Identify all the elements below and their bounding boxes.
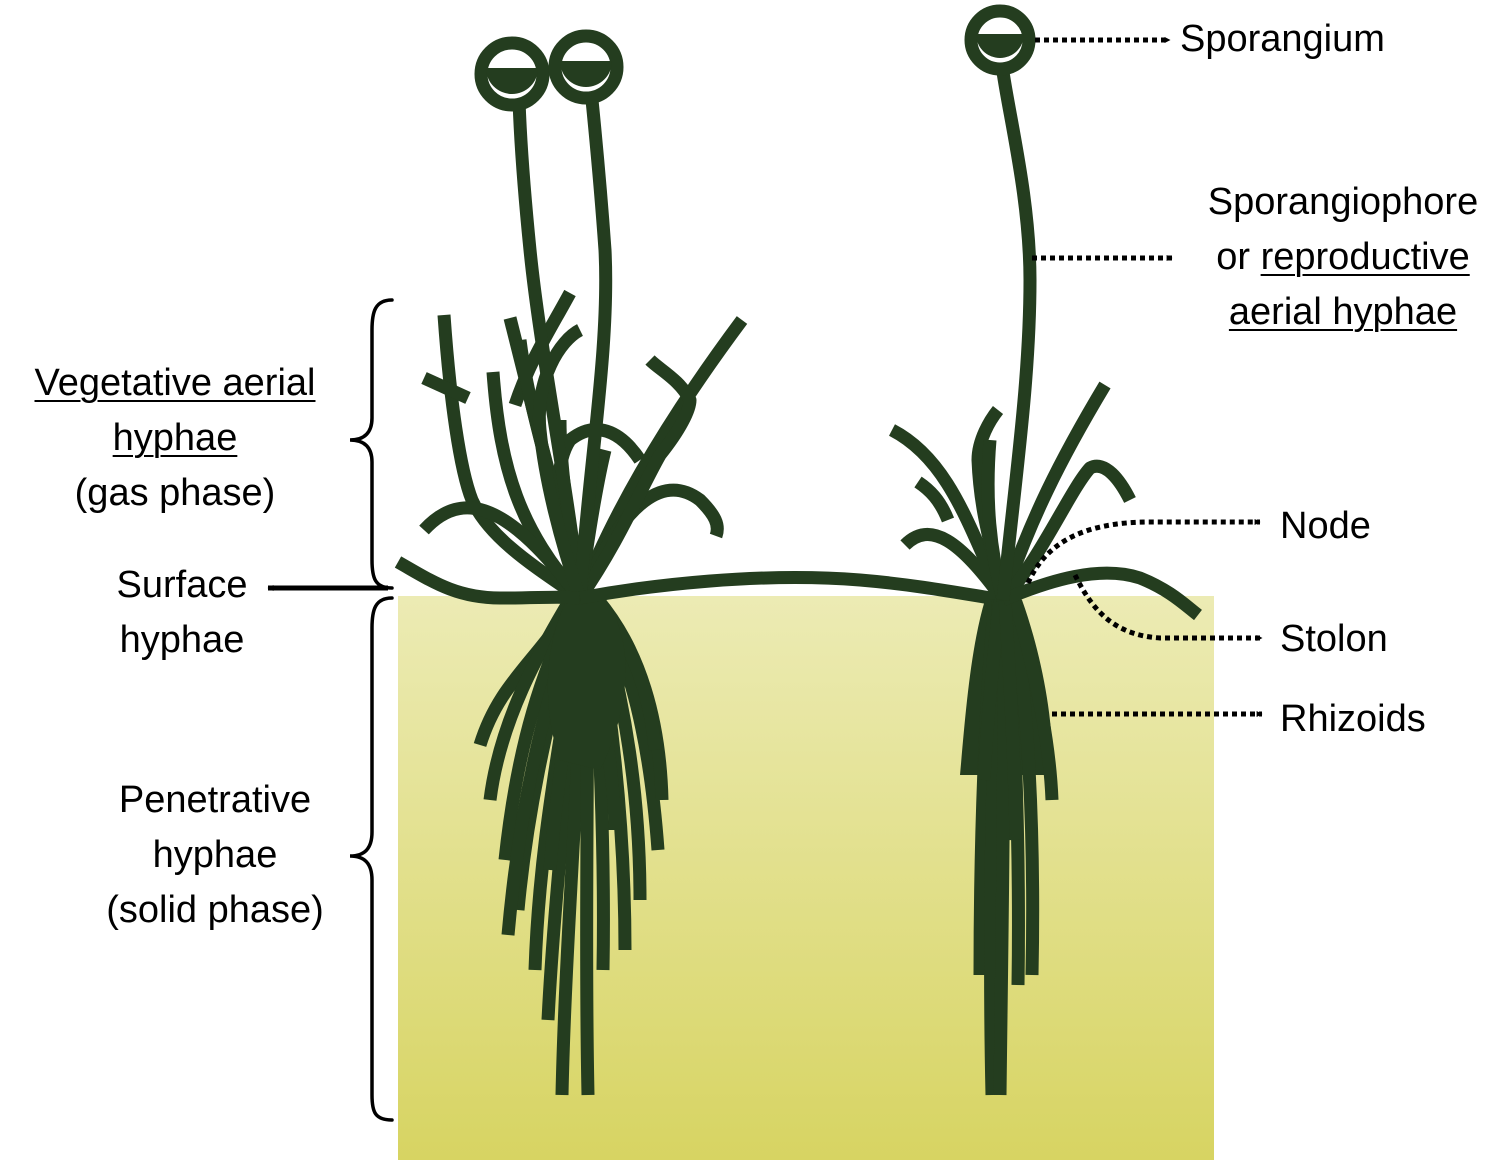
sporangiophore-line-1: Sporangiophore: [1207, 181, 1479, 223]
stolon: [578, 571, 1004, 607]
penetrative-line-1: Penetrative: [118, 779, 312, 821]
left-sporangium-1: [474, 36, 550, 112]
left-vegetative-hyphae: [419, 289, 748, 604]
penetrative-label: Penetrative hyphae (solid phase): [40, 773, 390, 938]
surface-line-1: Surface: [116, 564, 248, 606]
left-rhizoids: [473, 594, 669, 1096]
surface-line-2: hyphae: [119, 619, 245, 661]
surface-hypha-left: [394, 556, 581, 605]
surface-label: Surface hyphae: [82, 558, 282, 668]
sporangiophore-or: or: [1216, 236, 1261, 278]
stolon-pointer: [1072, 573, 1263, 641]
right-rhizoids: [960, 598, 1059, 1096]
right-mycelium: [888, 4, 1202, 1096]
vegetative-brace: [349, 298, 394, 590]
vegetative-label: Vegetative aerial hyphae (gas phase): [0, 356, 350, 521]
sporangiophore-reproductive: reproductive: [1260, 236, 1470, 278]
penetrative-brace: [349, 596, 394, 1122]
node-label: Node: [1280, 505, 1371, 547]
sporangium-label: Sporangium: [1180, 18, 1385, 60]
right-vegetative-hyphae: [888, 381, 1202, 621]
sporangiophore-label: Sporangiophore or reproductive aerial hy…: [1180, 175, 1506, 340]
left-mycelium: [419, 29, 748, 1096]
penetrative-line-3: (solid phase): [106, 889, 324, 931]
stolon-label: Stolon: [1280, 618, 1388, 660]
right-sporangiophore: [996, 71, 1037, 601]
vegetative-line-3: (gas phase): [74, 472, 276, 514]
penetrative-line-2: hyphae: [152, 834, 278, 876]
vegetative-line-2: hyphae: [112, 417, 238, 459]
right-sporangium: [964, 4, 1036, 76]
sporangiophore-line-2: or reproductive: [1180, 230, 1506, 285]
sporangiophore-line-3: aerial hyphae: [1228, 291, 1458, 333]
rhizoids-label: Rhizoids: [1280, 698, 1426, 740]
node-pointer: [1025, 519, 1261, 585]
left-sporangium-2: [548, 29, 624, 105]
left-sporangiophores: [512, 99, 613, 601]
vegetative-line-1: Vegetative aerial: [34, 362, 316, 404]
